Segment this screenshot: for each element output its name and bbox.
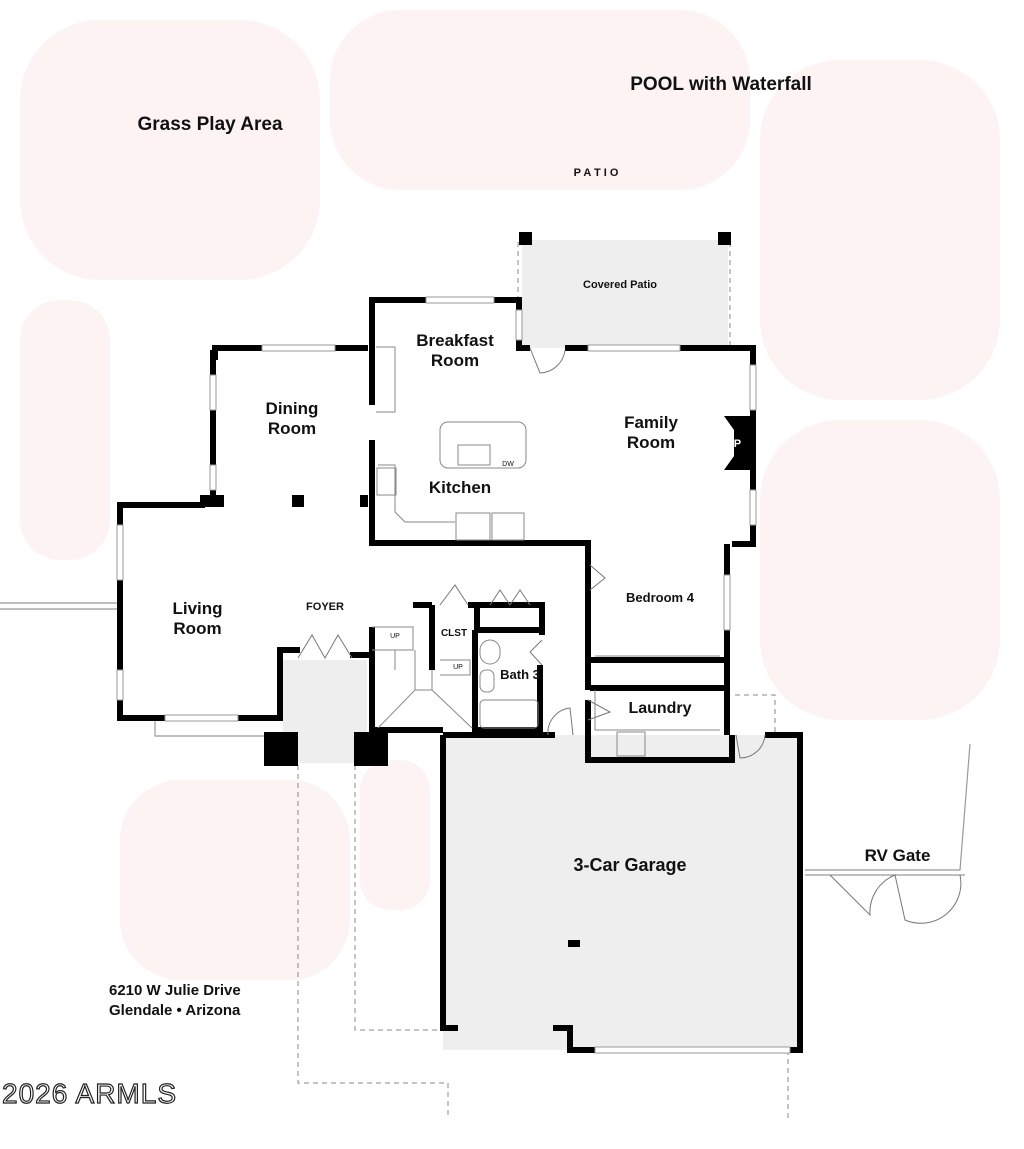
thin-lines bbox=[0, 602, 971, 876]
background-texture bbox=[20, 10, 1000, 980]
stair-up-label-1: UP bbox=[390, 633, 400, 640]
kitchen-fixtures bbox=[376, 346, 527, 541]
copyright-watermark: 2026 ARMLS bbox=[1, 1077, 177, 1109]
kitchen-label: Kitchen bbox=[428, 478, 492, 497]
laundry-label: Laundry bbox=[628, 700, 692, 717]
fireplace-label: FP bbox=[726, 438, 742, 450]
breakfast-room-label: Breakfast Room bbox=[416, 331, 494, 370]
grass-play-area-label: Grass Play Area bbox=[137, 114, 283, 135]
foyer-label: FOYER bbox=[306, 601, 344, 613]
covered-patio-area bbox=[522, 240, 728, 348]
stair-bath-fixtures bbox=[372, 626, 720, 757]
address-city: Glendale • Arizona bbox=[109, 1002, 241, 1019]
garage-label: 3-Car Garage bbox=[573, 855, 687, 875]
patio-label: P A T I O bbox=[573, 167, 619, 179]
living-room-label: Living Room bbox=[172, 599, 223, 638]
stair-up-label-2: UP bbox=[453, 664, 463, 671]
closet-label: CLST bbox=[440, 628, 468, 639]
covered-patio-label: Covered Patio bbox=[583, 279, 657, 291]
bedroom-4-label: Bedroom 4 bbox=[626, 590, 694, 605]
family-room-label: Family Room bbox=[624, 413, 678, 452]
bath-3-label: Bath 3 bbox=[500, 667, 540, 682]
dining-room-label: Dining Room bbox=[265, 399, 319, 438]
address-street: 6210 W Julie Drive bbox=[109, 982, 241, 999]
windows bbox=[116, 296, 791, 1054]
dishwasher-label: DW bbox=[502, 461, 514, 468]
garage-area bbox=[443, 735, 798, 1050]
rv-gate-label: RV Gate bbox=[864, 846, 931, 865]
pool-label: POOL with Waterfall bbox=[630, 74, 812, 95]
columns bbox=[200, 232, 750, 947]
